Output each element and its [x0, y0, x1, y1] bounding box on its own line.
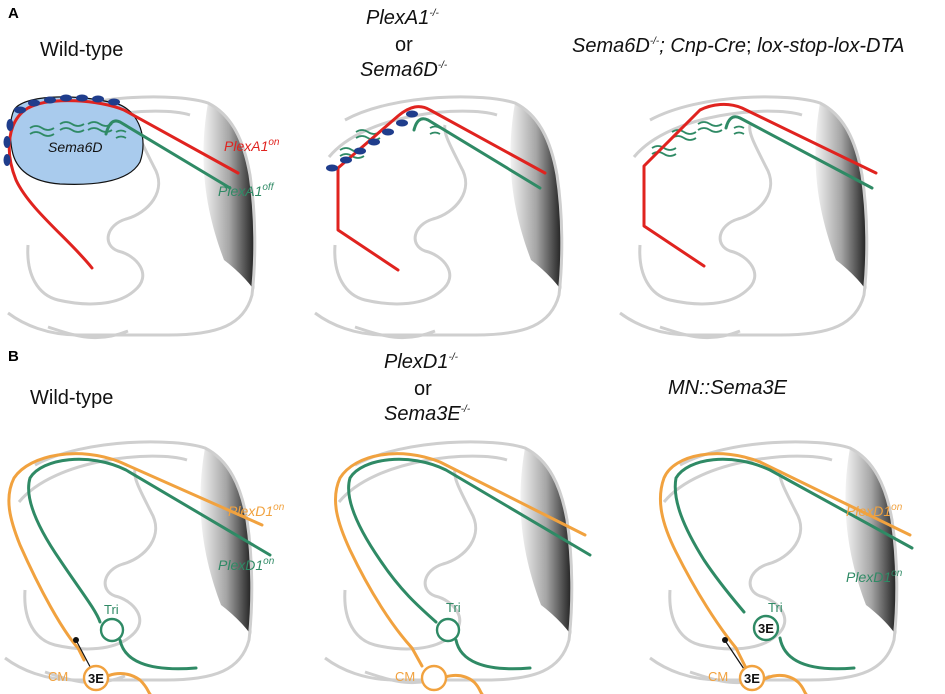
panel-a-col2-title-line1: PlexA1-/-	[366, 7, 439, 29]
plexd1-on-axon-cm	[333, 452, 587, 668]
plexd1-on-axon-cm	[7, 452, 264, 662]
connector-dot	[722, 637, 728, 643]
tri-label: Tri	[446, 600, 461, 615]
cm-motor-pool	[420, 664, 448, 692]
cm-label: CM	[48, 669, 68, 684]
connector-dot	[73, 637, 79, 643]
plexa1-on-axon	[642, 102, 878, 268]
plexa1-off-axon	[104, 119, 232, 190]
panel-b-col2-title-line3: Sema3E-/-	[384, 403, 471, 425]
panel-b-mn-sema3e: MN::Sema3E 3E 3E Tri CM PlexD1on PlexD1o…	[648, 377, 914, 694]
plexd1-on-axon-tri	[347, 457, 592, 624]
sema6d-dots	[3, 94, 120, 166]
cm-label: CM	[395, 669, 415, 684]
tri-label: Tri	[104, 602, 119, 617]
plexd1-on-axon-tri	[673, 457, 914, 614]
panel-a-col2-or: or	[395, 34, 413, 56]
cm-sema3e-marker: 3E	[88, 671, 104, 686]
panel-a-sema6d-dta: Sema6D-/-; Cnp-Cre; lox-stop-lox-DTA	[572, 35, 905, 340]
cm-motor-pool	[738, 664, 766, 692]
plexd1-on-label-green: PlexD1on	[846, 568, 903, 585]
panel-a-plexa1-ko: PlexA1-/- or Sema6D-/-	[313, 7, 564, 340]
sema6d-dots	[326, 110, 418, 172]
sema6d-region-label: Sema6D	[48, 139, 102, 155]
plexa1-on-label: PlexA1on	[224, 137, 280, 154]
panel-a-col2-title-line3: Sema6D-/-	[360, 59, 448, 81]
tri-axon-exit	[118, 638, 198, 671]
plexd1-on-axon-cm	[658, 452, 912, 670]
tri-axon-exit	[778, 636, 856, 671]
cm-axon-exit	[756, 674, 808, 694]
cm-label: CM	[708, 669, 728, 684]
plexd1-on-label-orange: PlexD1on	[228, 502, 285, 519]
panel-b-plexd1-ko: PlexD1-/- or Sema3E-/- Tri CM	[323, 351, 592, 694]
tri-axon-exit	[454, 638, 532, 671]
tri-sema3e-marker: 3E	[758, 621, 774, 636]
panel-a-wildtype: Wild-type Sema6D PlexA1on PlexA1off	[3, 39, 280, 340]
plexa1-on-axon	[7, 99, 240, 270]
plexa1-off-axon	[412, 117, 542, 190]
tri-label: Tri	[768, 600, 783, 615]
plexd1-on-axon-tri	[27, 457, 272, 624]
cm-motor-pool	[82, 664, 110, 692]
panel-b-wildtype: Wild-type 3E Tri CM PlexD1on PlexD1on	[3, 387, 285, 694]
tri-motor-pool	[435, 617, 461, 643]
panel-b-col3-title: MN::Sema3E	[668, 377, 788, 399]
panel-b-col2-title-line1: PlexD1-/-	[384, 351, 459, 373]
plexa1-off-label: PlexA1off	[218, 182, 275, 199]
green-terminal-ticks	[29, 121, 127, 139]
plexd1-on-label-green: PlexD1on	[218, 556, 275, 573]
tri-motor-pool	[99, 617, 125, 643]
plexa1-off-axon	[724, 115, 874, 190]
panel-b-col1-title: Wild-type	[30, 387, 113, 409]
plexd1-on-label-orange: PlexD1on	[846, 502, 903, 519]
panel-b-col2-or: or	[414, 378, 432, 400]
tri-motor-pool	[752, 614, 780, 642]
panel-b-letter: B	[8, 348, 19, 365]
panel-a-col1-title: Wild-type	[40, 39, 123, 61]
panel-a-col3-title: Sema6D-/-; Cnp-Cre; lox-stop-lox-DTA	[572, 35, 905, 57]
cm-sema3e-marker: 3E	[744, 671, 760, 686]
green-terminal-ticks	[651, 121, 745, 157]
panel-a-letter: A	[8, 5, 19, 22]
